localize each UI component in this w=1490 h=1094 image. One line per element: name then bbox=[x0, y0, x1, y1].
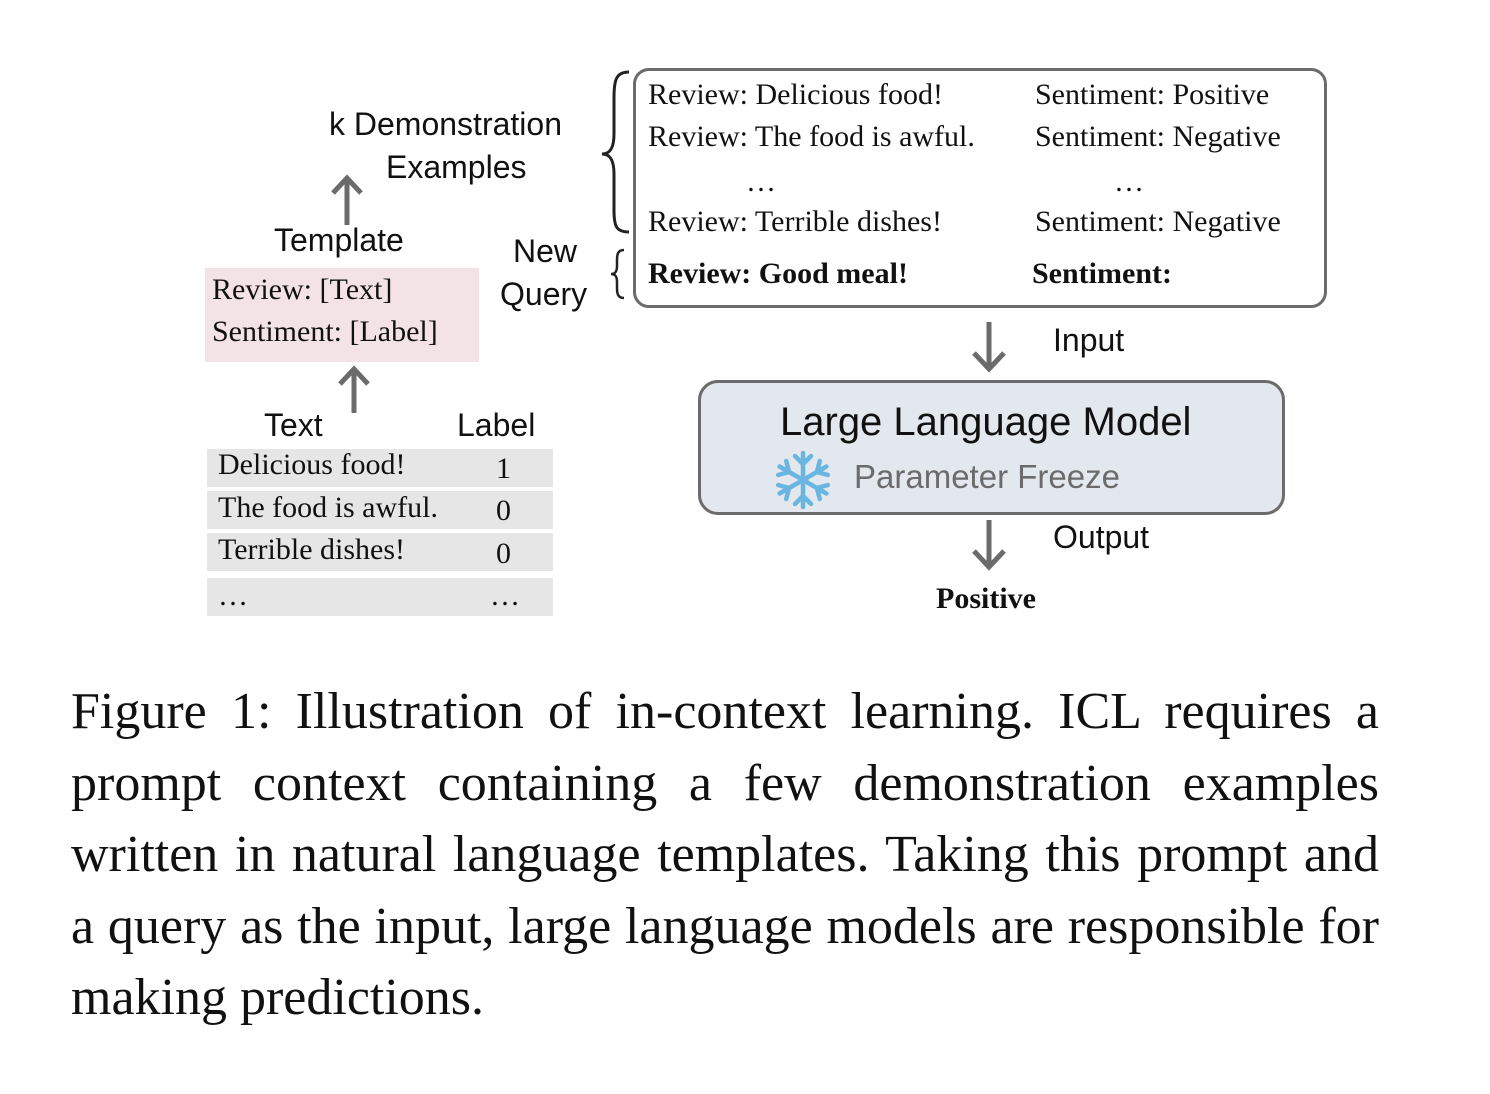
row-label: 1 bbox=[496, 452, 511, 485]
table-row bbox=[207, 533, 553, 571]
query-review: Review: Good meal! bbox=[648, 257, 908, 290]
row-text: Terrible dishes! bbox=[218, 533, 406, 566]
arrow-up-icon bbox=[331, 174, 363, 225]
table-row bbox=[207, 578, 553, 616]
table-row bbox=[207, 491, 553, 529]
example-review: … bbox=[746, 165, 776, 198]
example-review: Review: Delicious food! bbox=[648, 78, 943, 111]
label-header: Label bbox=[457, 407, 536, 443]
example-review: Review: Terrible dishes! bbox=[648, 205, 942, 238]
example-sentiment: Sentiment: Negative bbox=[1035, 120, 1281, 153]
input-label: Input bbox=[1053, 322, 1125, 358]
row-label: 0 bbox=[496, 494, 511, 527]
arrow-down-icon bbox=[972, 520, 1006, 571]
demo-label-line2: Examples bbox=[386, 149, 527, 185]
row-text: Delicious food! bbox=[218, 448, 406, 481]
text-header: Text bbox=[264, 407, 323, 443]
template-label: Template bbox=[274, 222, 404, 258]
arrow-down-icon bbox=[972, 322, 1006, 373]
query-sentiment: Sentiment: bbox=[1032, 257, 1172, 290]
brace-icon bbox=[601, 70, 630, 300]
table-row bbox=[207, 449, 553, 487]
arrow-up-icon bbox=[338, 365, 370, 413]
template-box bbox=[205, 268, 479, 362]
example-sentiment: … bbox=[1114, 165, 1144, 198]
example-sentiment: Sentiment: Negative bbox=[1035, 205, 1281, 238]
template-line2: Sentiment: [Label] bbox=[212, 315, 438, 348]
demo-label-line1: k Demonstration bbox=[329, 106, 562, 142]
snowflake-icon bbox=[775, 450, 831, 510]
output-label: Output bbox=[1053, 519, 1150, 555]
row-text: … bbox=[218, 579, 248, 612]
row-label: 0 bbox=[496, 537, 511, 570]
new-query-line2: Query bbox=[500, 276, 588, 312]
example-review: Review: The food is awful. bbox=[648, 120, 975, 153]
figure-caption: Figure 1: Illustration of in-context lea… bbox=[71, 683, 1379, 1026]
row-label: … bbox=[490, 579, 520, 612]
template-line1: Review: [Text] bbox=[212, 273, 393, 306]
prompt-context-box bbox=[633, 68, 1327, 308]
llm-box bbox=[698, 380, 1285, 515]
new-query-line1: New bbox=[513, 233, 578, 269]
row-text: The food is awful. bbox=[218, 491, 438, 524]
llm-subtitle: Parameter Freeze bbox=[854, 458, 1120, 495]
llm-title: Large Language Model bbox=[780, 400, 1192, 444]
output-value: Positive bbox=[936, 582, 1036, 615]
example-sentiment: Sentiment: Positive bbox=[1035, 78, 1270, 111]
